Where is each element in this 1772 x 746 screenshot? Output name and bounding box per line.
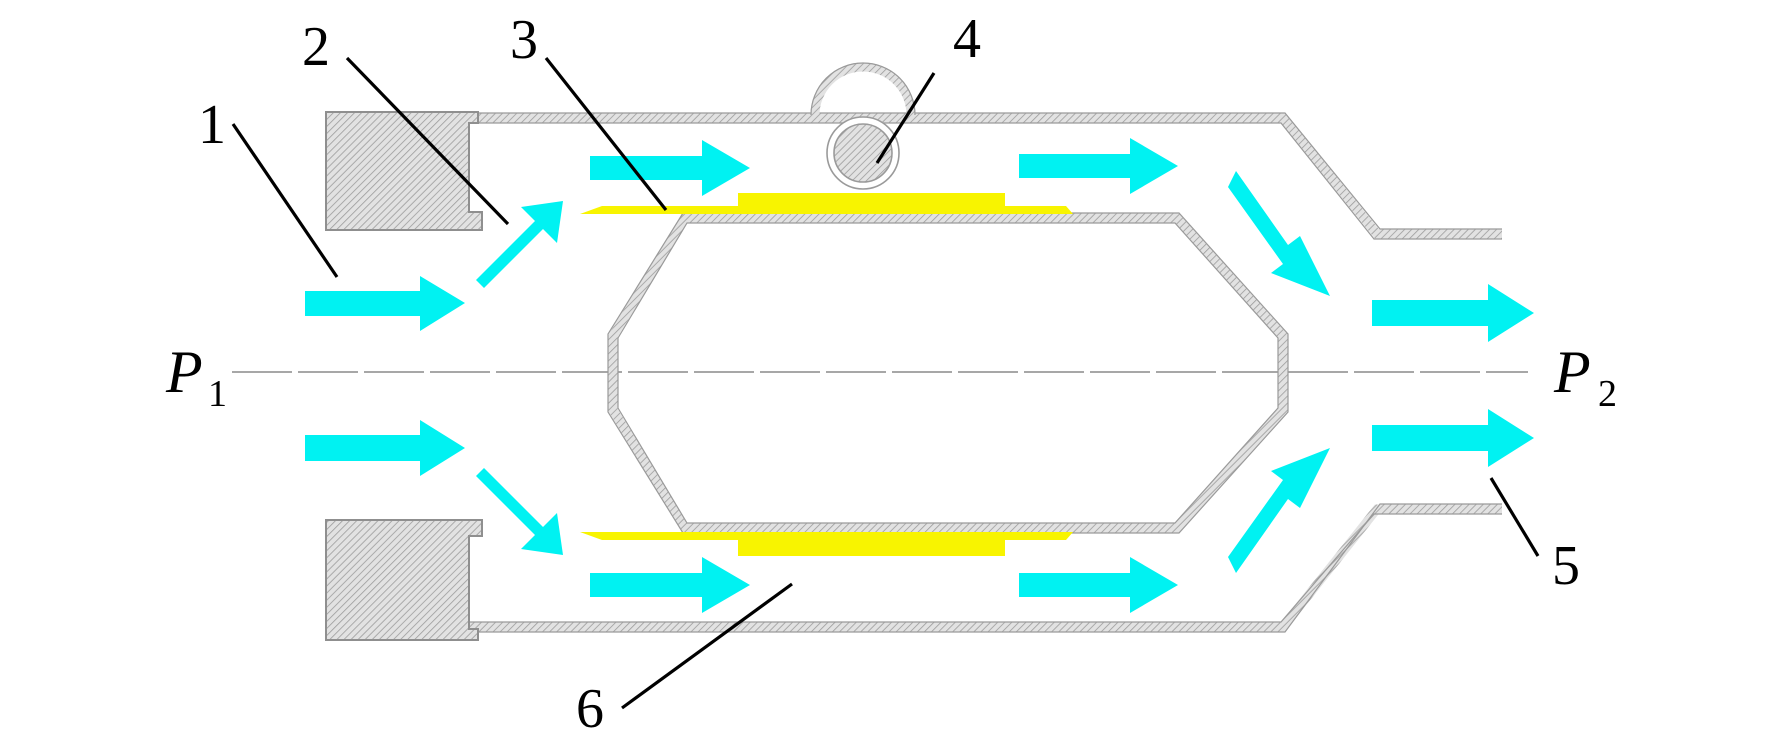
leader-lines — [231, 56, 1540, 710]
leader-line-1 — [231, 123, 339, 278]
arrow-right-icon — [590, 557, 750, 613]
leader-line-2 — [345, 56, 510, 226]
arrow-right-icon — [590, 140, 750, 196]
label-4: 4 — [953, 8, 981, 70]
arrow-right-icon — [1372, 409, 1534, 467]
outlet-pressure-subscript: 2 — [1598, 373, 1617, 415]
arrow-up-right-icon — [476, 201, 563, 288]
roller-element — [810, 62, 916, 190]
central-body — [607, 212, 1289, 534]
inlet-pressure-subscript: 1 — [208, 373, 227, 415]
outlet-pressure-label: P — [1553, 339, 1591, 405]
label-6: 6 — [576, 678, 604, 740]
arrow-right-icon — [1019, 557, 1178, 613]
label-2: 2 — [302, 16, 330, 78]
arrow-right-icon — [305, 276, 465, 331]
leader-line-4 — [875, 72, 936, 164]
upper-inlet-block — [325, 111, 483, 231]
arrow-down-right-icon — [476, 468, 563, 555]
lower-housing-wall — [470, 503, 1502, 633]
arrow-right-icon — [305, 420, 465, 476]
arrow-right-icon — [1019, 138, 1178, 194]
lower-plate — [580, 532, 1073, 556]
flow-arrows — [305, 138, 1534, 613]
label-1: 1 — [198, 94, 226, 156]
label-3: 3 — [510, 9, 538, 71]
leader-line-5 — [1489, 477, 1540, 557]
label-5: 5 — [1552, 535, 1580, 597]
inlet-pressure-label: P — [165, 339, 203, 405]
upper-plate — [580, 193, 1073, 214]
leader-line-6 — [621, 582, 793, 710]
leader-line-3 — [544, 57, 668, 211]
lower-inlet-block — [325, 519, 483, 641]
arrow-up-right-icon — [1228, 448, 1330, 573]
arrow-right-icon — [1372, 284, 1534, 342]
arrow-down-right-icon — [1228, 171, 1330, 296]
